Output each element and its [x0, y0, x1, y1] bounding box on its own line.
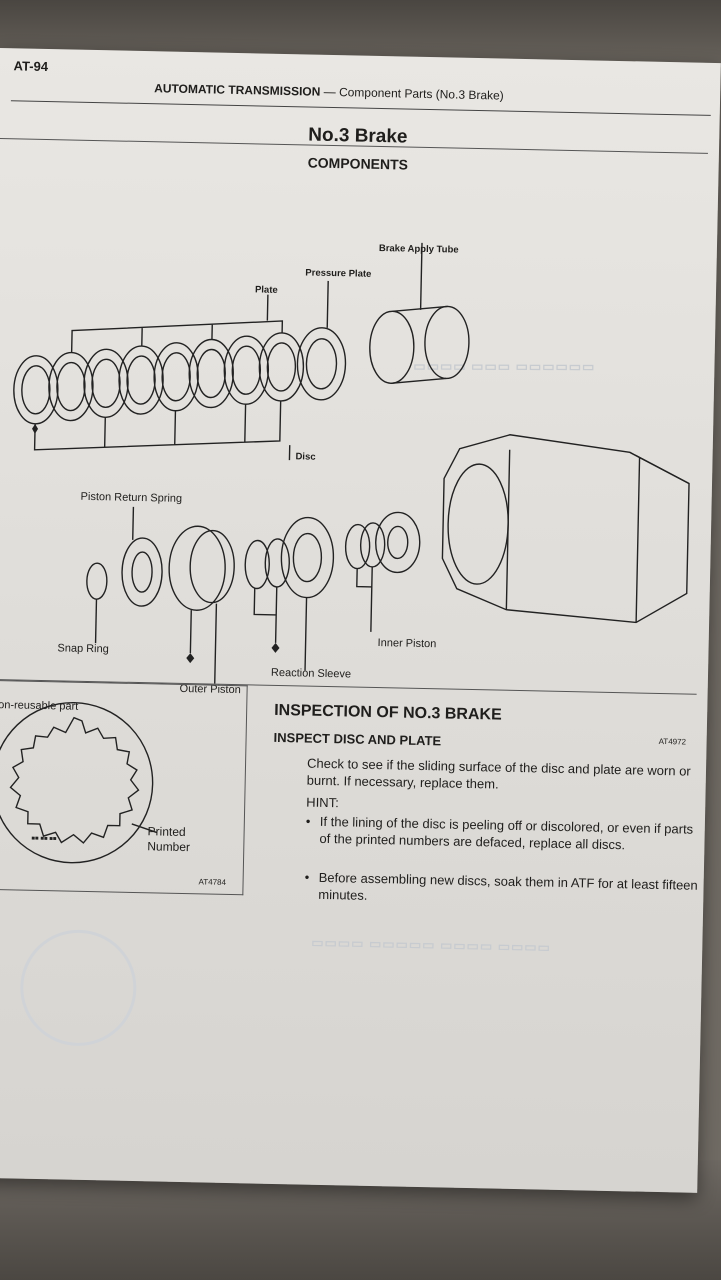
hint-bullet-2: • Before assembling new discs, soak them… [304, 869, 700, 911]
inspection-title: INSPECTION OF NO.3 BRAKE [274, 701, 502, 724]
hint-bullet-2-text: Before assembling new discs, soak them i… [318, 869, 698, 903]
inner-piston-drawing [344, 511, 421, 632]
exploded-view-drawing [13, 242, 690, 684]
hint-bullet-1: • If the lining of the disc is peeling o… [305, 813, 701, 855]
outer-piston-drawing [168, 525, 235, 684]
transmission-case [441, 434, 690, 624]
disc-plate-stack [13, 327, 347, 425]
hint-label: HINT: [306, 794, 339, 811]
disc-figure: ■■ ■■ ■■ Printed Number AT4784 [0, 679, 248, 896]
bleed-through-text: ▭▭▭▭ ▭▭▭▭▭ ▭▭▭▭ ▭▭▭▭ [311, 934, 552, 955]
page-number: AT-94 [13, 58, 49, 75]
inspection-paragraph: Check to see if the sliding surface of t… [306, 755, 691, 792]
header-dash: — [320, 84, 340, 100]
label-disc: Disc [295, 451, 316, 463]
inspection-subtitle: INSPECT DISC AND PLATE [273, 729, 442, 749]
snap-ring-drawing [86, 562, 108, 644]
header-rule [10, 100, 711, 116]
piston-return-spring-drawing [121, 506, 163, 607]
components-diagram: Brake Apply Tube Pressure Plate Plate Di… [0, 137, 708, 747]
label-reaction-sleeve: Reaction Sleeve [270, 666, 352, 681]
header-main: AUTOMATIC TRANSMISSION [154, 81, 321, 99]
bleed-through-circle [19, 928, 138, 1048]
disc-drawing: ■■ ■■ ■■ [0, 701, 157, 864]
bullet-dot: • [305, 813, 311, 829]
label-pressure-plate: Pressure Plate [305, 267, 372, 280]
printed-number-marks: ■■ ■■ ■■ [31, 836, 57, 843]
brake-apply-tube [369, 242, 470, 384]
label-inner-piston: Inner Piston [377, 637, 437, 651]
label-plate: Plate [254, 284, 278, 296]
header-sub: Component Parts (No.3 Brake) [338, 85, 504, 103]
label-piston-return-spring: Piston Return Spring [80, 490, 183, 505]
page-header: AUTOMATIC TRANSMISSION — Component Parts… [154, 81, 504, 102]
hint-bullet-1-text: If the lining of the disc is peeling off… [319, 813, 694, 853]
bullet-dot: • [304, 869, 310, 885]
reaction-sleeve-drawing [244, 516, 335, 671]
label-brake-apply-tube: Brake Apply Tube [378, 242, 459, 256]
figure-id-2: AT4784 [198, 877, 227, 887]
manual-page: ▭▭▭▭ ▭▭▭ ▭▭▭▭▭▭ ▭▭▭▭ ▭▭▭▭▭ ▭▭▭▭ ▭▭▭▭ AT-… [0, 48, 721, 1193]
label-snap-ring: Snap Ring [57, 642, 109, 656]
figure-id: AT4972 [658, 736, 687, 747]
label-printed: Printed [147, 824, 186, 840]
label-number: Number [147, 839, 191, 855]
